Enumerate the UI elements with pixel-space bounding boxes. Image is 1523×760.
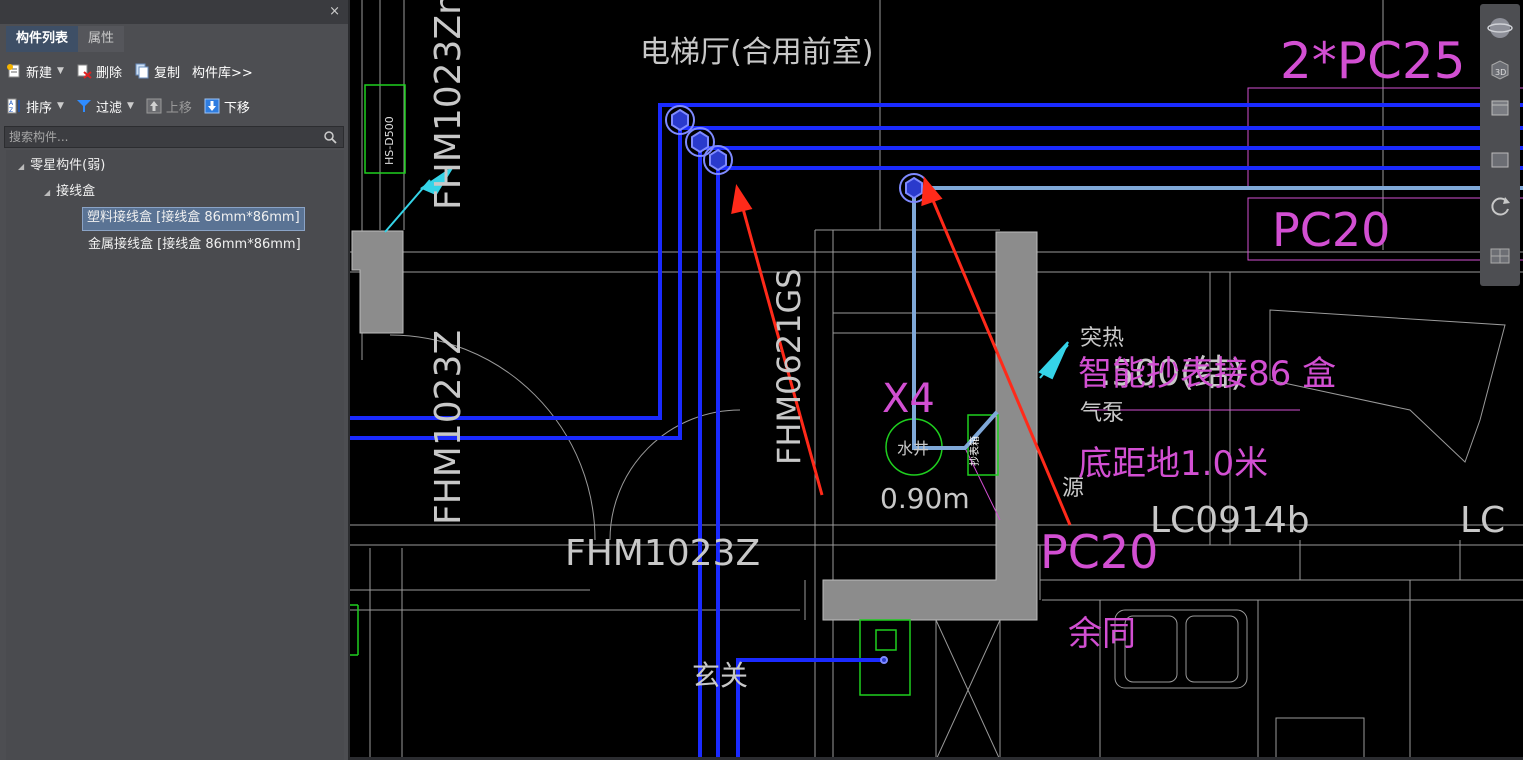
delete-icon	[76, 63, 92, 79]
tree-node-group-label: 接线盒	[56, 184, 96, 199]
move-down-label: 下移	[223, 100, 250, 116]
svg-text:Z: Z	[9, 107, 13, 114]
new-doc-icon	[6, 63, 22, 79]
label-hs: HS-D500	[383, 116, 396, 165]
tab-component-list[interactable]: 构件列表	[6, 26, 79, 52]
filter-icon	[76, 98, 92, 114]
label-pc25: 2*PC25	[1280, 32, 1466, 90]
panel-tabs: 构件列表 属性	[6, 26, 125, 52]
view-3d-icon[interactable]: 3D	[1486, 56, 1514, 84]
expand-triangle-icon[interactable]: ◢	[44, 188, 51, 197]
chevron-down-icon[interactable]: ▼	[57, 66, 64, 76]
label-meter-box: 抄表箱	[968, 436, 981, 466]
walls	[351, 230, 1038, 621]
copy-icon	[134, 63, 150, 79]
tree-node-root-label: 零星构件(弱)	[30, 158, 106, 173]
label-yu-tong: 余同	[1068, 614, 1136, 654]
move-up-label: 上移	[165, 100, 192, 116]
arrow-up-icon	[146, 98, 162, 114]
label-x4: X4	[882, 376, 935, 422]
label-well-height: 0.90m	[880, 482, 970, 515]
arrow-down-icon	[204, 98, 220, 114]
label-tu-re: 突热	[1080, 326, 1124, 351]
copy-label: 复制	[153, 65, 180, 81]
tree-item-plastic-box[interactable]: 塑料接线盒 [接线盒 86mm*86mm]	[82, 207, 305, 231]
chevron-down-icon[interactable]: ▼	[126, 101, 134, 111]
filter-label: 过滤	[95, 100, 122, 116]
view-cube-icon[interactable]	[1486, 94, 1514, 122]
label-pc20-top: PC20	[1272, 203, 1390, 257]
tree-item-label: 金属接线盒 [接线盒 86mm*86mm]	[88, 237, 301, 252]
label-lc-right: LC	[1460, 500, 1505, 541]
magenta-labels: 2*PC25 PC20 PC20 X4 智能抄表接86 盒 底距地1.0米 余同	[882, 32, 1466, 654]
cad-drawing: 电梯厅(合用前室) 0.90m LC0914b LC .500(结) FHM10…	[350, 0, 1523, 760]
search-icon[interactable]	[323, 130, 337, 148]
filter-button[interactable]: 过滤 ▼	[76, 97, 134, 116]
canvas-bottom-border	[350, 757, 1523, 760]
svg-text:3D: 3D	[1495, 68, 1506, 77]
red-arrows	[731, 176, 1072, 526]
label-elevator-hall: 电梯厅(合用前室)	[640, 35, 873, 70]
tree-node-root[interactable]: ◢ 零星构件(弱)	[18, 155, 105, 177]
cyan-leaders	[384, 167, 1069, 380]
label-fhm-left: FHM1023Z	[428, 330, 469, 525]
panel-titlebar: ×	[0, 0, 348, 24]
delete-button[interactable]: 删除	[76, 62, 122, 81]
search-input[interactable]	[5, 127, 313, 147]
tree-node-group[interactable]: ◢ 接线盒	[44, 181, 95, 203]
label-floor-dist: 底距地1.0米	[1078, 444, 1268, 484]
copy-button[interactable]: 复制	[134, 62, 180, 81]
new-button[interactable]: 新建 ▼	[6, 62, 64, 81]
building-lines	[350, 0, 1523, 760]
search-box	[4, 126, 344, 148]
tree-item-label: 塑料接线盒 [接线盒 86mm*86mm]	[87, 210, 300, 225]
tab-properties[interactable]: 属性	[78, 26, 125, 52]
tree-item-metal-box[interactable]: 金属接线盒 [接线盒 86mm*86mm]	[88, 234, 301, 256]
component-panel: × 构件列表 属性 新建 ▼ 删除 复制 构件库>>	[0, 0, 350, 760]
expand-triangle-icon[interactable]: ◢	[18, 162, 25, 171]
sort-label: 排序	[26, 100, 53, 116]
new-label: 新建	[26, 65, 53, 81]
library-button[interactable]: 构件库>>	[192, 62, 253, 81]
label-fhm-bottom: FHM1023Z	[565, 533, 760, 574]
label-lc-left: LC0914b	[1150, 500, 1310, 541]
view-nav-toolbar: 3D	[1480, 4, 1520, 286]
view-box-icon[interactable]	[1486, 146, 1514, 174]
plan-icon[interactable]	[1486, 242, 1514, 270]
chevron-down-icon[interactable]: ▼	[57, 101, 64, 111]
label-yuan: 源	[1062, 476, 1084, 501]
rotate-icon[interactable]	[1486, 192, 1514, 220]
label-pc20-mid: PC20	[1040, 525, 1158, 579]
label-fhm-top: FHM1023Zn	[428, 0, 469, 210]
move-up-button[interactable]: 上移	[146, 97, 192, 116]
white-labels: 电梯厅(合用前室) 0.90m LC0914b LC .500(结) FHM10…	[383, 0, 1505, 692]
component-tree: ◢ 零星构件(弱) ◢ 接线盒 塑料接线盒 [接线盒 86mm*86mm] 金属接线…	[6, 150, 344, 760]
label-fhm-mid: FHM0621GS	[770, 268, 808, 465]
label-water-well: 水井	[897, 439, 929, 458]
library-label: 构件库>>	[191, 65, 253, 81]
svg-text:A: A	[9, 100, 14, 107]
close-icon[interactable]: ×	[329, 4, 340, 19]
cad-drawing-canvas[interactable]: 电梯厅(合用前室) 0.90m LC0914b LC .500(结) FHM10…	[350, 0, 1523, 760]
label-smart-meter: 智能抄表接86 盒	[1078, 354, 1336, 394]
orbit-globe-icon[interactable]	[1486, 14, 1514, 42]
move-down-button[interactable]: 下移	[204, 97, 250, 116]
conduit-light	[912, 186, 1523, 450]
toolbar-row-1: 新建 ▼ 删除 复制 构件库>>	[6, 57, 342, 85]
junction-boxes	[665, 105, 929, 664]
label-xuan-guan: 玄关	[692, 659, 748, 692]
label-gas: 气泵	[1080, 401, 1124, 426]
label-height-note: .500(结)	[1100, 353, 1244, 394]
delete-label: 删除	[95, 65, 122, 81]
